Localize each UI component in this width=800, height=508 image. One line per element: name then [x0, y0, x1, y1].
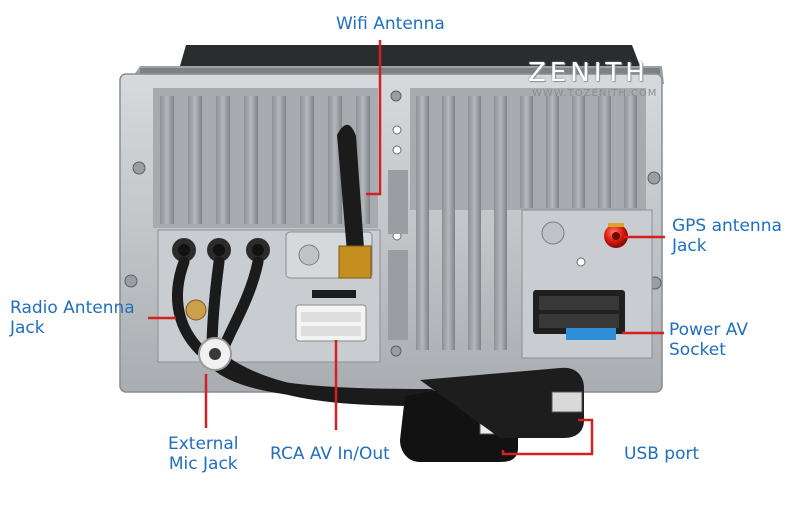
center-vent-holes: [388, 125, 408, 340]
mic-jack-plug: [185, 299, 232, 371]
mounting-screws: [124, 90, 662, 357]
gps-antenna-label: GPS antenna Jack: [672, 216, 782, 256]
usb-plugs: [400, 367, 584, 462]
gps-antenna-label-line2: Jack: [672, 236, 707, 256]
annotation-leader-lines: [148, 40, 665, 456]
power-av-label: Power AV Socket: [669, 320, 748, 360]
usb-port-label: USB port: [624, 444, 700, 464]
right-heatsink-fins: [410, 88, 646, 350]
external-mic-label-line1: External: [168, 434, 239, 454]
power-av-label-line1: Power AV: [669, 320, 748, 340]
gps-connector: [604, 223, 628, 248]
radio-antenna-label: Radio Antenna Jack: [10, 298, 135, 338]
rca-av-connector: [295, 290, 367, 342]
power-av-label-line2: Socket: [669, 340, 726, 360]
gps-antenna-label-line1: GPS antenna: [672, 216, 782, 236]
wifi-antenna-label: Wifi Antenna: [336, 14, 445, 34]
radio-antenna-label-line2: Jack: [10, 318, 45, 338]
rca-av-label: RCA AV In/Out: [270, 444, 390, 464]
radio-antenna-label-line1: Radio Antenna: [10, 298, 135, 318]
wifi-antenna-part: [337, 124, 372, 279]
external-mic-label: External Mic Jack: [168, 434, 239, 474]
zenith-logo: ZENITH: [528, 58, 649, 88]
zenith-url: WWW.TOZENITH.COM: [532, 88, 658, 99]
power-av-connector: [533, 290, 625, 340]
rca-jacks: [172, 238, 270, 262]
external-mic-label-line2: Mic Jack: [168, 454, 238, 474]
